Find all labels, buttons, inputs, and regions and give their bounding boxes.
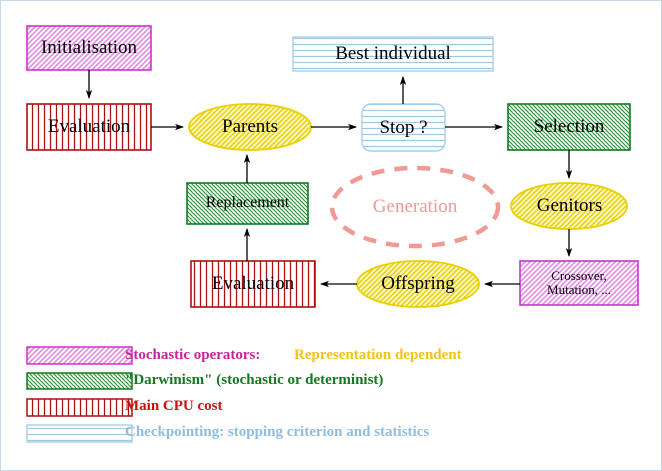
node-selection[interactable] [507,103,631,151]
legend-label-stochastic-operators: Stochastic operators: [125,347,261,363]
legend-label-darwinism: "Darwinism" (stochastic or determinist) [125,372,384,388]
legend-label-representation-dependent: Representation dependent [294,347,462,363]
legend-swatch-stochastic-operators [26,346,133,365]
legend-label-main-cpu-cost: Main CPU cost [125,398,223,414]
node-genitors[interactable] [510,182,628,230]
node-stop[interactable] [361,103,446,152]
node-initialisation[interactable] [26,25,152,71]
node-shapes [26,25,639,308]
node-best-individual[interactable] [292,36,494,72]
legend-swatch-darwinism [26,372,133,390]
node-crossover-mutation[interactable] [519,260,639,306]
legend-label-checkpointing: Checkpointing: stopping criterion and st… [125,424,430,440]
legend-swatch-checkpointing [26,424,133,443]
node-replacement[interactable] [186,182,309,225]
node-generation-boundary [329,165,501,249]
node-evaluation-2[interactable] [190,260,316,308]
edges [85,70,573,288]
legend-swatch-main-cpu-cost [26,398,133,417]
node-parents[interactable] [188,103,312,151]
node-evaluation-1[interactable] [26,103,152,151]
node-offspring[interactable] [356,260,480,308]
legend-swatches [26,346,133,443]
